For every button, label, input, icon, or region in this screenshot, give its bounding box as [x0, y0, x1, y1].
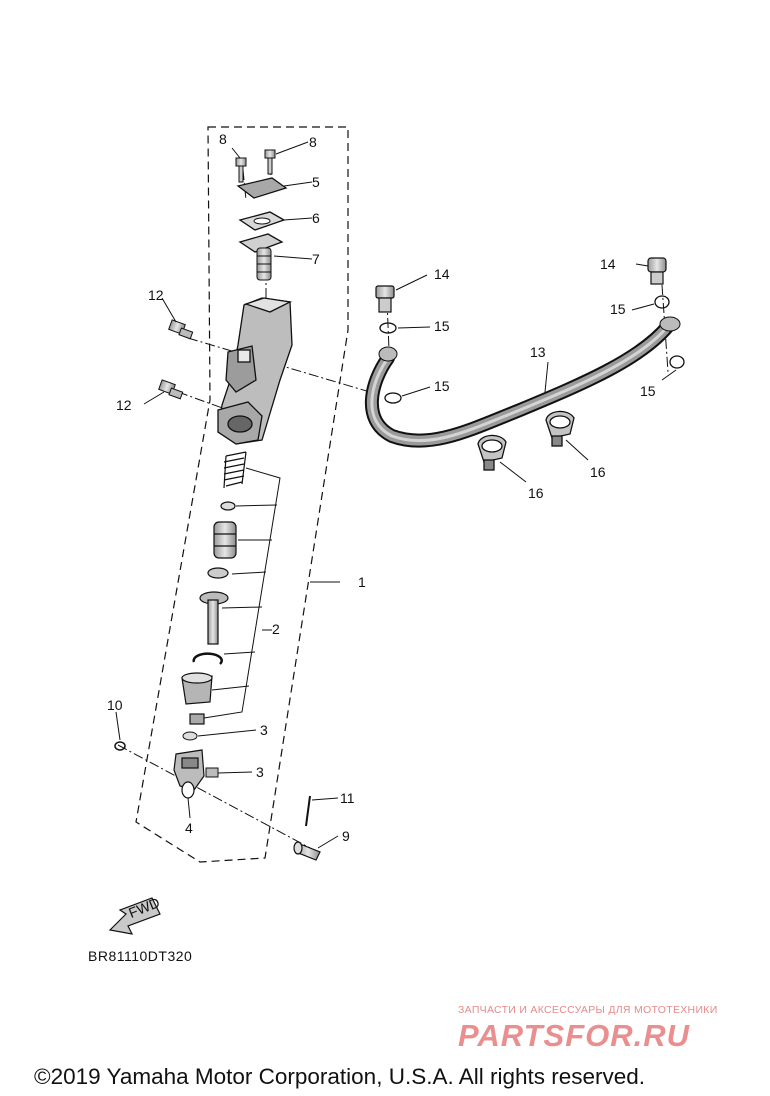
master-cylinder-body [217, 297, 293, 445]
callout-4: 4 [185, 820, 193, 836]
hose-clamp-16-right [545, 410, 575, 447]
bolt-8-left [235, 157, 247, 183]
callout-7: 7 [312, 251, 320, 267]
callout-15-b: 15 [434, 378, 450, 394]
callout-9: 9 [342, 828, 350, 844]
nut-3-upper [182, 731, 198, 741]
assembly-outline [135, 126, 349, 863]
callout-12-upper: 12 [148, 287, 164, 303]
nut-3-lower [205, 767, 219, 778]
pin-9 [293, 841, 321, 861]
callout-11: 11 [340, 790, 355, 806]
callout-6: 6 [312, 210, 320, 226]
leader-lines [115, 141, 677, 849]
hose-clamp-16-left [477, 434, 507, 471]
reservoir-cap-5 [236, 177, 288, 199]
washer-15-b [384, 392, 402, 404]
watermark: ЗАПЧАСТИ И АКСЕССУАРЫ ДЛЯ МОТОТЕХНИКИ PA… [458, 1004, 758, 1052]
fwd-arrow-icon: FWD [108, 894, 162, 935]
watermark-tagline: ЗАПЧАСТИ И АКСЕССУАРЫ ДЛЯ МОТОТЕХНИКИ [458, 1004, 718, 1016]
union-bolt-14-right [647, 257, 667, 285]
washer-15-c [654, 295, 670, 309]
diagram-code: BR81110DT320 [88, 948, 193, 964]
axis-lines [117, 159, 669, 849]
watermark-logo: PARTSFOR.RU [458, 1018, 691, 1052]
callout-14-right: 14 [600, 256, 616, 272]
callout-8-right: 8 [309, 134, 317, 150]
callout-13: 13 [530, 344, 546, 360]
callout-14-left: 14 [434, 266, 450, 282]
clevis-4 [173, 749, 205, 799]
diaphragm-7 [238, 233, 284, 253]
washer-15-a [379, 322, 397, 334]
callout-5: 5 [312, 174, 320, 190]
callout-15-c: 15 [610, 301, 626, 317]
bolt-12-lower [158, 379, 184, 400]
copyright-notice: ©2019 Yamaha Motor Corporation, U.S.A. A… [34, 1064, 646, 1089]
callout-15-d: 15 [640, 383, 656, 399]
brake-hose-13 [364, 316, 681, 448]
piston-kit-2 [181, 451, 247, 725]
callout-1: 1 [358, 574, 366, 590]
callout-3-lower: 3 [256, 764, 264, 780]
washer-15-d [669, 355, 685, 369]
cotter-pin-11 [305, 795, 311, 827]
bolt-12-upper [168, 319, 194, 340]
callout-16-left: 16 [528, 485, 544, 501]
callout-16-right: 16 [590, 464, 606, 480]
union-bolt-14-left [375, 285, 395, 313]
callout-15-a: 15 [434, 318, 450, 334]
kit-bracket [203, 467, 281, 719]
parts-diagram: FWD 1 2 3 3 4 5 6 7 8 8 9 10 11 12 12 13… [107, 126, 685, 935]
callout-10: 10 [107, 697, 123, 713]
bolt-8-right [264, 149, 276, 175]
callout-3-upper: 3 [260, 722, 268, 738]
callout-2: 2 [272, 621, 280, 637]
clip-10 [114, 741, 126, 751]
callout-8-left: 8 [219, 131, 227, 147]
watermark-logo-text: PARTSFOR.RU [458, 1018, 691, 1052]
callout-12-lower: 12 [116, 397, 132, 413]
callout-labels: 1 2 3 3 4 5 6 7 8 8 9 10 11 12 12 13 14 … [107, 131, 656, 844]
